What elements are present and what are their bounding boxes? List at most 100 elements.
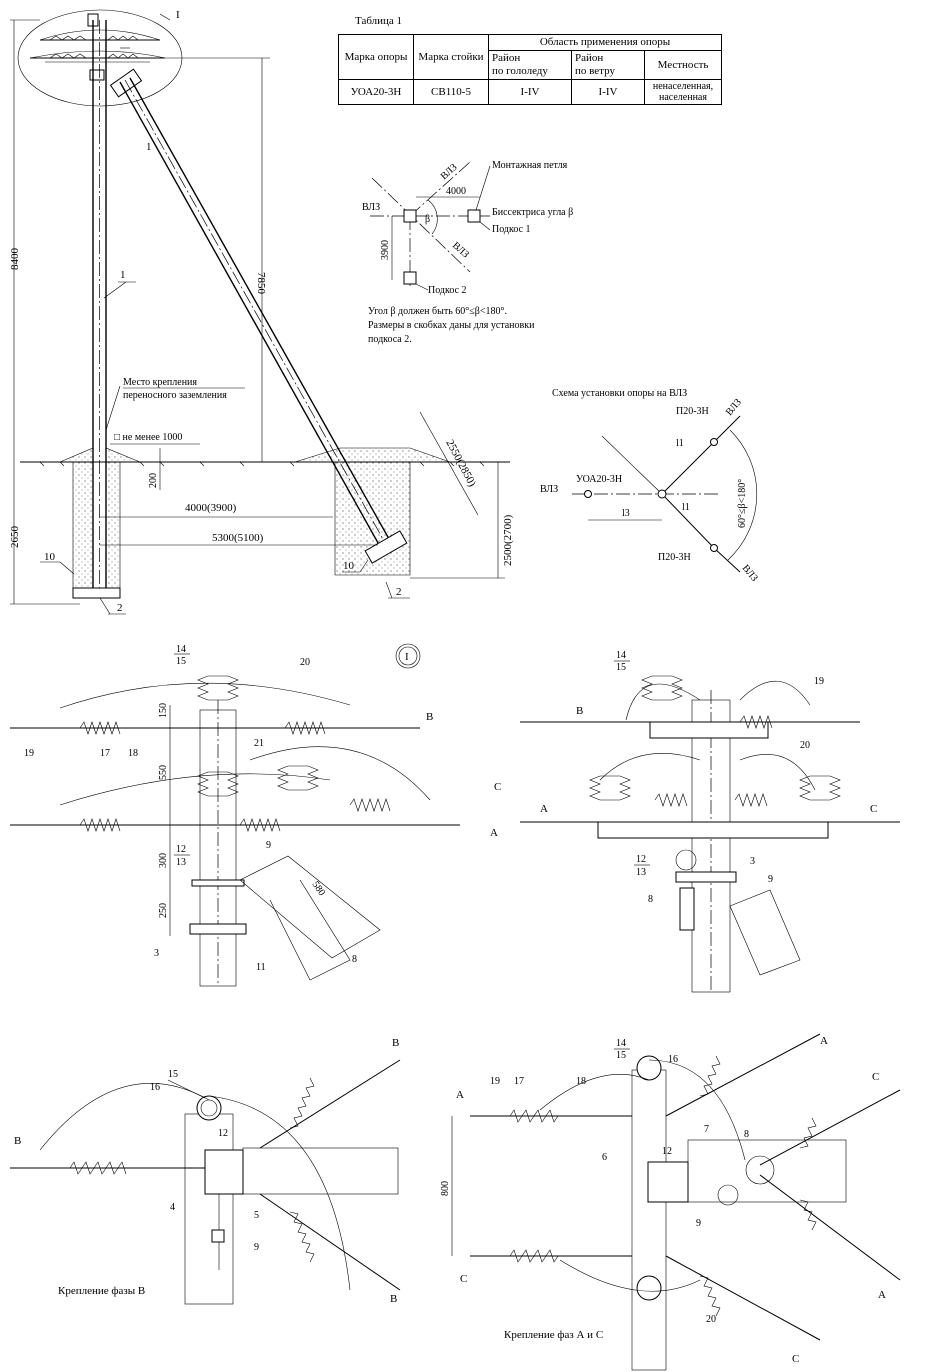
detail-I-mark: I xyxy=(405,651,409,663)
plan1-vlz-top: ВЛЗ xyxy=(439,162,460,182)
td-mark: УОА20-3Н xyxy=(338,79,414,105)
d1-pos-13: 13 xyxy=(176,857,186,868)
detail3-phase-b-br: B xyxy=(390,1293,397,1305)
detail4-phase-a-br: A xyxy=(878,1289,886,1301)
detail2-phase-c: C xyxy=(870,803,877,815)
plan2-l3: l3 xyxy=(622,508,630,519)
plan1-loop: Монтажная петля xyxy=(492,160,568,171)
detail1-phase-c: C xyxy=(494,781,501,793)
d3-pos-9: 9 xyxy=(254,1242,259,1253)
d2-pos-3: 3 xyxy=(750,856,755,867)
plan2-vlz-br: ВЛЗ xyxy=(740,563,760,584)
dim-150: 150 xyxy=(158,703,169,718)
dim-800: 800 xyxy=(440,1181,451,1196)
d1-pos-14: 14 xyxy=(176,644,186,655)
pos-1-pole: 1 xyxy=(120,269,126,281)
detail4-phase-c-left: C xyxy=(460,1273,467,1285)
plan2-vlz-left: ВЛЗ xyxy=(540,484,558,495)
d3-pos-12: 12 xyxy=(218,1128,228,1139)
td-wind: I-IV xyxy=(571,79,645,105)
td-ice: I-IV xyxy=(488,79,572,105)
d4-pos-19: 19 xyxy=(490,1076,500,1087)
d1-pos-15: 15 xyxy=(176,656,186,667)
pos-10-pole: 10 xyxy=(44,551,56,563)
dim-580: 580 xyxy=(310,879,328,898)
d1-pos-17: 17 xyxy=(100,748,110,759)
pos-2-brace: 2 xyxy=(396,586,402,598)
dim-300: 300 xyxy=(158,853,169,868)
th-ice: Район по гололеду xyxy=(488,50,572,80)
d2-pos-8: 8 xyxy=(648,894,653,905)
dim-8400: 8400 xyxy=(9,248,21,271)
pole-foundation-right xyxy=(105,461,121,599)
dim-7850: 7850 xyxy=(255,272,267,295)
plan1-dim-4000: 4000 xyxy=(446,186,466,197)
th-mark: Марка опоры xyxy=(338,34,414,80)
d4-pos-7: 7 xyxy=(704,1124,709,1135)
detail-I: I 150 550 300 250 580 B C A xyxy=(10,643,501,987)
plan2-l1-bot: l1 xyxy=(682,502,690,513)
detail-2: B A C 14 15 19 20 12 13 3 8 9 xyxy=(520,650,900,993)
d1-pos-12: 12 xyxy=(176,844,186,855)
plan1-brace2: Подкос 2 xyxy=(428,285,467,296)
detail2-phase-a: A xyxy=(540,803,548,815)
td-terrain: ненаселенная, населенная xyxy=(644,79,722,105)
th-area: Область применения опоры xyxy=(488,34,722,51)
d3-pos-16: 16 xyxy=(150,1082,160,1093)
d4-pos-12: 12 xyxy=(662,1146,672,1157)
plan-view-vlz-scheme: Схема установки опоры на ВЛЗ 60°≤β<180° … xyxy=(540,388,760,584)
plan2-angle: 60°≤β<180° xyxy=(737,479,748,528)
detail3-phase-b-tr: B xyxy=(392,1037,399,1049)
detail3-phase-b-left: B xyxy=(14,1135,21,1147)
d4-pos-17: 17 xyxy=(514,1076,524,1087)
plan1-note-2: Размеры в скобках даны для установки xyxy=(368,320,535,331)
d2-pos-13: 13 xyxy=(636,867,646,878)
plan1-dim-3900: 3900 xyxy=(380,240,391,260)
dim-4000-3900: 4000(3900) xyxy=(185,502,237,514)
dim-2650: 2650 xyxy=(9,526,21,549)
d1-pos-20: 20 xyxy=(300,657,310,668)
pos-10-brace: 10 xyxy=(343,560,355,572)
d1-pos-9: 9 xyxy=(266,840,271,851)
dim-5300-5100: 5300(5100) xyxy=(212,532,264,544)
th-stand: Марка стойки xyxy=(413,34,489,80)
d2-pos-20: 20 xyxy=(800,740,810,751)
d4-pos-8: 8 xyxy=(744,1129,749,1140)
pos-2-pole: 2 xyxy=(117,602,123,614)
detail2-phase-b: B xyxy=(576,705,583,717)
detail4-phase-a-tr: A xyxy=(820,1035,828,1047)
detail1-phase-a: A xyxy=(490,827,498,839)
plan2-p20-bot: П20-3Н xyxy=(658,552,691,563)
table1: Марка опоры Марка стойки Область примене… xyxy=(338,34,722,105)
plan1-note-1: Угол β должен быть 60°≤β<180°. xyxy=(368,306,507,317)
plan1-vlz-left: ВЛЗ xyxy=(362,202,380,213)
d1-pos-3: 3 xyxy=(154,948,159,959)
dim-min-1000: □ не менее 1000 xyxy=(114,432,182,443)
plan2-uoa: УОА20-3Н xyxy=(576,474,622,485)
dim-2500-2700: 2500(2700) xyxy=(502,514,514,566)
plan1-beta: β xyxy=(425,214,430,225)
d1-pos-11: 11 xyxy=(256,962,266,973)
detail1-brace xyxy=(239,855,381,959)
ground-attach-line1: Место крепления xyxy=(123,377,197,388)
plan1-bisector: Биссектриса угла β xyxy=(492,207,573,218)
d3-pos-5: 5 xyxy=(254,1210,259,1221)
d1-pos-21: 21 xyxy=(254,738,264,749)
d4-pos-18: 18 xyxy=(576,1076,586,1087)
detail4-phase-c-tr: C xyxy=(872,1071,879,1083)
plan2-p20-top: П20-3Н xyxy=(676,406,709,417)
pole-base-plate xyxy=(72,587,121,599)
detail4-phase-c-br: C xyxy=(792,1353,799,1365)
detail-phase-b: B B B 15 16 12 4 5 9 Крепление фазы В xyxy=(10,1037,401,1305)
d4-pos-6: 6 xyxy=(602,1152,607,1163)
d2-pos-14: 14 xyxy=(616,650,626,661)
plan1-brace1: Подкос 1 xyxy=(492,224,531,235)
pos-1-brace: 1 xyxy=(146,141,152,153)
dim-550: 550 xyxy=(158,765,169,780)
pole-foundation-left xyxy=(72,461,94,599)
detail4-caption: Крепление фаз А и С xyxy=(504,1329,603,1341)
ground-attach-line2: переносного заземления xyxy=(123,390,227,401)
brace2-plan-box xyxy=(403,271,417,285)
dim-200: 200 xyxy=(148,473,159,488)
